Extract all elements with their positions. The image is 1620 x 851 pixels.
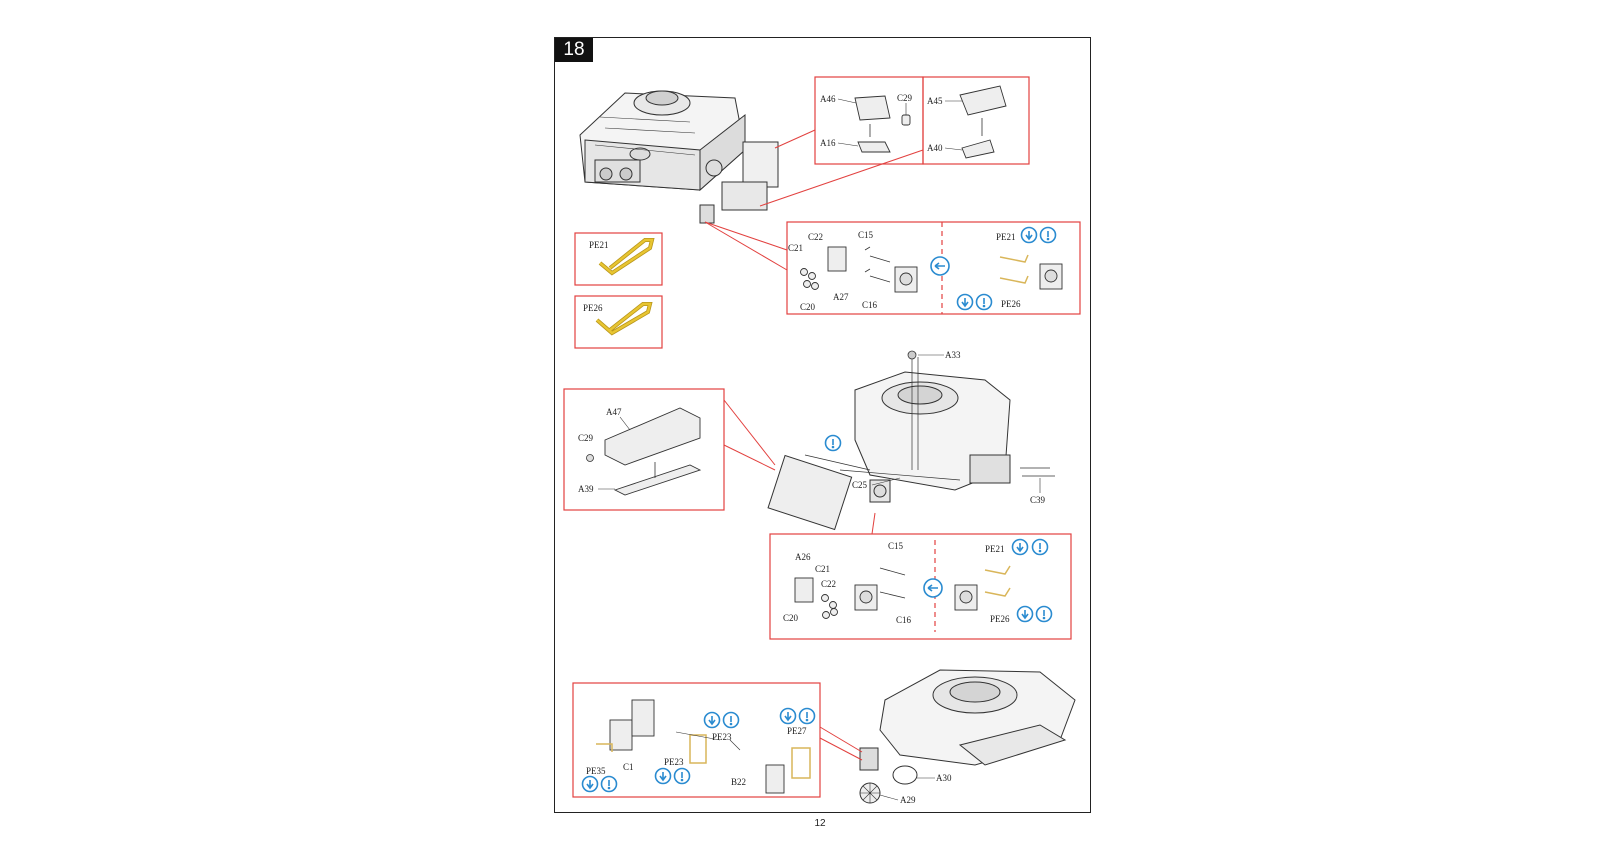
label-c16-top: C16 <box>862 300 878 310</box>
label-c29-top: C29 <box>897 93 913 103</box>
label-c16-mid: C16 <box>896 615 912 625</box>
glue-icon <box>1016 605 1034 623</box>
instruction-page: 18 <box>554 37 1091 813</box>
callout-lamp-mid: A26 C21 C22 C20 C15 C16 PE21 PE26 <box>769 512 1072 640</box>
label-c22-mid: C22 <box>821 579 836 589</box>
label-c29-mid: C29 <box>578 433 594 443</box>
photo-etch-icon <box>798 707 816 725</box>
label-pe21-swatch: PE21 <box>589 240 609 250</box>
glue-icon <box>654 767 672 785</box>
page-number: 12 <box>814 818 826 829</box>
photo-etch-icon <box>824 434 842 452</box>
glue-icon <box>703 711 721 729</box>
glue-icon <box>779 707 797 725</box>
step-number: 18 <box>555 38 593 62</box>
label-pe23-b: PE23 <box>712 732 732 742</box>
label-a26: A26 <box>795 552 811 562</box>
label-pe26-top: PE26 <box>1001 299 1021 309</box>
callout-lamp-top: C22 C21 C20 A27 C15 C16 PE21 PE26 <box>704 221 1081 315</box>
glue-icon <box>1011 538 1029 556</box>
label-a27: A27 <box>833 292 849 302</box>
label-c22-top: C22 <box>808 232 823 242</box>
label-a33: A33 <box>945 350 961 360</box>
callout-a45-a40: A45 A40 <box>922 76 1030 165</box>
label-a47: A47 <box>606 407 622 417</box>
label-a40: A40 <box>927 143 943 153</box>
callout-a46-a16: A46 C29 A16 <box>759 76 924 207</box>
label-a16: A16 <box>820 138 836 148</box>
callout-a47: A47 C29 A39 <box>563 388 776 511</box>
label-c20-top: C20 <box>800 302 816 312</box>
label-c39: C39 <box>1030 495 1046 505</box>
photo-etch-icon <box>1039 226 1057 244</box>
label-a29: A29 <box>900 795 916 805</box>
label-c15-top: C15 <box>858 230 874 240</box>
hull-rear-drawing <box>767 371 1011 531</box>
label-pe21-mid: PE21 <box>985 544 1005 554</box>
label-pe23-a: PE23 <box>664 757 684 767</box>
label-c25: C25 <box>852 480 868 490</box>
hull-top-drawing <box>579 90 779 224</box>
photo-etch-icon <box>975 293 993 311</box>
photo-etch-icon <box>1035 605 1053 623</box>
glue-icon <box>1020 226 1038 244</box>
photo-etch-icon <box>600 775 618 793</box>
label-a39: A39 <box>578 484 594 494</box>
photo-etch-icon <box>1031 538 1049 556</box>
callout-bottom: PE35 C1 PE23 PE23 PE27 B22 <box>572 682 863 798</box>
pe21-swatch: PE21 <box>574 232 663 286</box>
photo-etch-icon <box>673 767 691 785</box>
hull-bottom-drawing <box>859 669 1076 804</box>
label-c20-mid: C20 <box>783 613 799 623</box>
label-pe27: PE27 <box>787 726 807 736</box>
label-pe26-swatch: PE26 <box>583 303 603 313</box>
label-a30: A30 <box>936 773 952 783</box>
label-c21-mid: C21 <box>815 564 830 574</box>
label-c15-mid: C15 <box>888 541 904 551</box>
pe26-swatch: PE26 <box>574 295 663 349</box>
label-pe35: PE35 <box>586 766 606 776</box>
label-a45: A45 <box>927 96 943 106</box>
label-a46: A46 <box>820 94 836 104</box>
label-b22: B22 <box>731 777 746 787</box>
label-pe26-mid: PE26 <box>990 614 1010 624</box>
label-pe21-top: PE21 <box>996 232 1016 242</box>
glue-icon <box>956 293 974 311</box>
label-c1: C1 <box>623 762 634 772</box>
glue-icon <box>581 775 599 793</box>
label-c21-top: C21 <box>788 243 803 253</box>
photo-etch-icon <box>722 711 740 729</box>
